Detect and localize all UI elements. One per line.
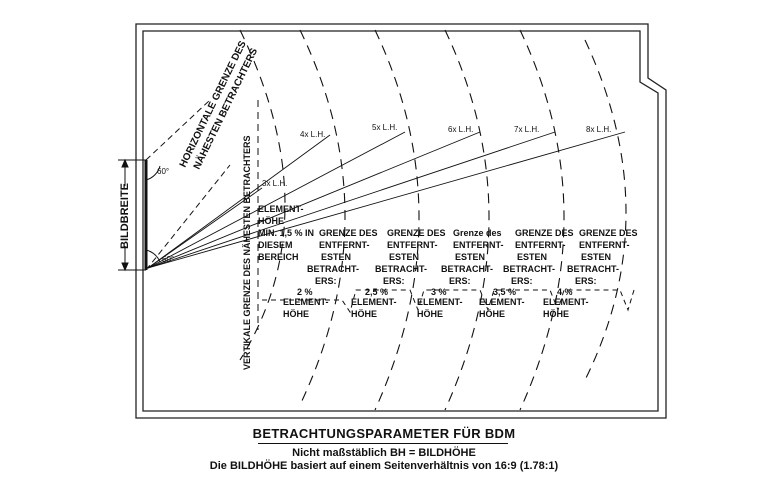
angle-top: 60° [157,167,169,176]
svg-text:HÖHE: HÖHE [258,216,284,226]
distance-label: 3x L.H. [262,179,287,188]
caption-line-2: Die BILDHÖHE basiert auf einem Seitenver… [209,460,559,472]
svg-text:HÖHE: HÖHE [417,309,443,319]
viewing-ray [147,131,626,269]
distance-arc [299,29,346,406]
caption-title: BETRACHTUNGSPARAMETER FÜR BDM [252,426,516,441]
svg-text:ESTEN: ESTEN [389,252,419,262]
svg-text:ERS:: ERS: [383,276,405,286]
distance-arc [239,29,286,361]
svg-text:ELEMENT-: ELEMENT- [543,297,589,307]
svg-text:ELEMENT-: ELEMENT- [417,297,463,307]
distance-label: 4x L.H. [300,130,325,139]
viewing-ray [147,131,481,269]
svg-text:ESTEN: ESTEN [581,252,611,262]
svg-text:GRENZE DES: GRENZE DES [319,228,378,238]
viewing-ray [147,134,331,269]
svg-text:ESTEN: ESTEN [321,252,351,262]
svg-text:ERS:: ERS: [315,276,337,286]
svg-text:3 %: 3 % [431,287,447,297]
caption-underline [258,443,508,444]
svg-text:ELEMENT-: ELEMENT- [283,297,329,307]
distance-arc [584,39,627,381]
distance-arc [374,29,420,411]
svg-text:HÖHE: HÖHE [543,309,569,319]
svg-text:BETRACHT-: BETRACHT- [503,264,555,274]
svg-text:BEREICH: BEREICH [258,252,299,262]
distance-arc [519,29,565,411]
angle-lines [145,99,231,271]
svg-text:ENTFERNT-: ENTFERNT- [515,240,566,250]
svg-text:ELEMENT-: ELEMENT- [479,297,525,307]
svg-text:4 %: 4 % [557,287,573,297]
svg-text:DIESEM: DIESEM [258,240,293,250]
svg-text:BETRACHT-: BETRACHT- [567,264,619,274]
svg-text:GRENZE DES: GRENZE DES [387,228,446,238]
zone-label: GRENZE DES ENTFERNT- ESTEN BETRACHT- ERS:2 %… [283,228,378,319]
svg-text:3,5 %: 3,5 % [493,287,516,297]
svg-text:ELEMENT-: ELEMENT- [351,297,397,307]
zone-label: GRENZE DES ENTFERNT- ESTEN BETRACHT- ERS:2,5… [351,228,446,319]
bildbreite-label: BILDBREITE [119,183,131,249]
svg-text:BETRACHT-: BETRACHT- [441,264,493,274]
distance-arc [444,29,490,411]
distance-labels: 3x L.H. 4x L.H. 5x L.H. 6x L.H. 7x L.H. 8x L.… [262,123,611,188]
svg-text:ERS:: ERS: [511,276,533,286]
zigzag-row [262,289,635,314]
bildbreite-dimension [118,158,146,272]
svg-text:ESTEN: ESTEN [517,252,547,262]
vertical-boundary-label: VERTIKALE GRENZE DES NÄHESTEN BETRACHTER… [242,135,252,370]
svg-text:ESTEN: ESTEN [455,252,485,262]
svg-text:2,5 %: 2,5 % [365,287,388,297]
distance-label: 6x L.H. [448,125,473,134]
distance-arcs [239,29,627,411]
svg-text:Grenze des: Grenze des [453,228,502,238]
caption-line-1: Nicht maßstäblich BH = BILDHÖHE [292,447,476,459]
svg-text:ENTFERNT-: ENTFERNT- [453,240,504,250]
viewing-rays [147,131,626,269]
zone-label: GRENZE DES ENTFERNT- ESTEN BETRACHT- ERS:4 %… [543,228,638,319]
svg-text:HÖHE: HÖHE [479,309,505,319]
viewing-ray [147,131,556,269]
svg-text:HÖHE: HÖHE [351,309,377,319]
svg-text:ERS:: ERS: [575,276,597,286]
distance-label: 5x L.H. [372,123,397,132]
svg-text:ENTFERNT-: ENTFERNT- [579,240,630,250]
svg-text:BETRACHT-: BETRACHT- [375,264,427,274]
svg-text:ENTFERNT-: ENTFERNT- [387,240,438,250]
svg-text:HORIZONTALE GRENZE DES: HORIZONTALE GRENZE DES [178,39,249,169]
zone-label: GRENZE DES ENTFERNT- ESTEN BETRACHT- ERS:3,5… [479,228,574,319]
svg-text:HÖHE: HÖHE [283,309,309,319]
svg-text:GRENZE DES: GRENZE DES [515,228,574,238]
svg-text:MIN. 1,5 % IN: MIN. 1,5 % IN [258,228,314,238]
distance-label: 8x L.H. [586,125,611,134]
svg-text:ERS:: ERS: [449,276,471,286]
svg-text:ENTFERNT-: ENTFERNT- [319,240,370,250]
distance-label: 7x L.H. [514,125,539,134]
svg-text:ELEMENT-: ELEMENT- [258,204,304,214]
svg-text:BETRACHT-: BETRACHT- [307,264,359,274]
element-min-label: ELEMENT- HÖHE MIN. 1,5 % IN DIESEM BEREI… [258,204,314,262]
viewing-ray [147,131,406,269]
svg-text:2 %: 2 % [297,287,313,297]
svg-text:GRENZE DES: GRENZE DES [579,228,638,238]
room-outline [135,23,667,419]
